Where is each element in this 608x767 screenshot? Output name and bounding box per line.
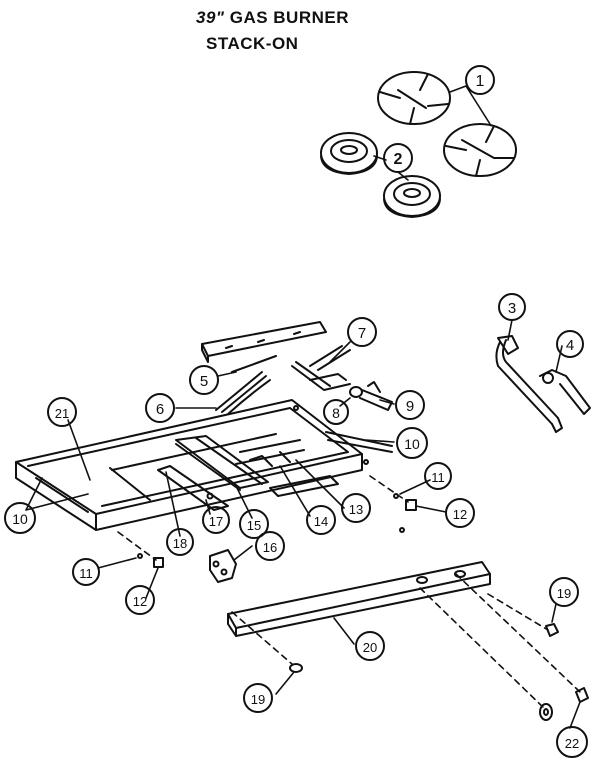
callout-15: 15 — [239, 509, 269, 539]
callout-17: 17 — [202, 506, 230, 534]
part-19-nut-left — [289, 663, 303, 673]
leader-lines — [25, 85, 581, 729]
part-7-bracket — [291, 345, 351, 391]
svg-text:5: 5 — [200, 373, 208, 390]
svg-text:7: 7 — [358, 325, 366, 342]
callout-21: 21 — [47, 397, 77, 427]
part-22-nut — [575, 687, 589, 703]
callout-13: 13 — [341, 493, 371, 523]
svg-text:11: 11 — [431, 470, 445, 485]
part-6-wires — [215, 371, 271, 415]
svg-text:12: 12 — [133, 594, 147, 609]
part-20-bar — [227, 561, 491, 637]
svg-text:8: 8 — [332, 405, 340, 421]
svg-text:10: 10 — [12, 511, 28, 527]
part-12-nut-left — [153, 557, 164, 568]
part-19-nut-right — [545, 623, 559, 637]
callout-10-left: 10 — [4, 502, 36, 534]
callout-10-right: 10 — [396, 427, 428, 459]
part-11-screw-left — [137, 553, 143, 559]
part-12-nut-right — [405, 499, 417, 511]
burner-cap-right — [383, 175, 441, 218]
svg-text:19: 19 — [251, 692, 265, 707]
assembly-lines — [117, 475, 581, 711]
svg-text:16: 16 — [263, 540, 277, 555]
part-3-pipe — [495, 335, 563, 433]
callout-1: 1 — [465, 65, 495, 95]
svg-text:1: 1 — [476, 73, 485, 90]
burner-box — [15, 399, 369, 531]
part-10-tube — [325, 431, 393, 453]
callout-20: 20 — [355, 631, 385, 661]
svg-text:19: 19 — [557, 586, 571, 601]
diagram-title-line-2: STACK-ON — [206, 34, 299, 53]
callout-7: 7 — [347, 317, 377, 347]
loose-washer — [399, 527, 405, 533]
svg-text:13: 13 — [349, 502, 363, 517]
svg-text:9: 9 — [406, 398, 414, 415]
callout-14: 14 — [306, 505, 336, 535]
burner-grate-lower — [443, 123, 517, 177]
svg-text:17: 17 — [209, 514, 223, 529]
callout-6: 6 — [145, 393, 175, 423]
callout-2: 2 — [383, 143, 413, 173]
burner-cap-left — [320, 132, 378, 175]
part-9-valve — [349, 381, 393, 411]
callout-11-right: 11 — [424, 462, 452, 490]
callout-11-left: 11 — [72, 558, 100, 586]
svg-text:21: 21 — [55, 406, 69, 421]
callout-9: 9 — [395, 390, 425, 420]
title-product: GAS BURNER — [229, 8, 350, 27]
callout-4: 4 — [556, 330, 584, 358]
callout-19-right: 19 — [549, 577, 579, 607]
svg-text:14: 14 — [314, 514, 328, 529]
mounting-strip — [201, 321, 327, 363]
callout-5: 5 — [189, 365, 219, 395]
part-16-clip — [209, 549, 237, 583]
callout-19-left: 19 — [243, 683, 273, 713]
svg-text:18: 18 — [173, 536, 187, 551]
callout-12-right: 12 — [445, 498, 475, 528]
part-4-valve — [539, 369, 591, 415]
callout-18: 18 — [166, 528, 194, 556]
callout-16: 16 — [255, 531, 285, 561]
part-5-tube — [231, 355, 277, 373]
svg-text:10: 10 — [404, 436, 420, 452]
callouts: 1 2 3 4 5 6 7 8 9 10 10 11 11 12 12 13 1… — [4, 65, 588, 758]
part-22-washer — [539, 703, 553, 721]
callout-12-left: 12 — [125, 585, 155, 615]
svg-text:6: 6 — [156, 401, 164, 418]
svg-text:22: 22 — [565, 736, 579, 751]
diagram-title-line-1: 39" GAS BURNER — [196, 8, 349, 28]
model-size: 39" — [196, 8, 225, 27]
svg-text:15: 15 — [247, 518, 261, 533]
callout-8: 8 — [323, 399, 349, 425]
svg-text:12: 12 — [453, 507, 467, 522]
svg-text:20: 20 — [363, 640, 377, 655]
svg-text:11: 11 — [79, 566, 93, 581]
callout-22: 22 — [556, 726, 588, 758]
svg-text:2: 2 — [394, 151, 403, 168]
svg-text:4: 4 — [566, 337, 574, 354]
burner-grate-upper — [377, 71, 451, 125]
callout-3: 3 — [498, 293, 526, 321]
svg-text:3: 3 — [508, 300, 516, 317]
